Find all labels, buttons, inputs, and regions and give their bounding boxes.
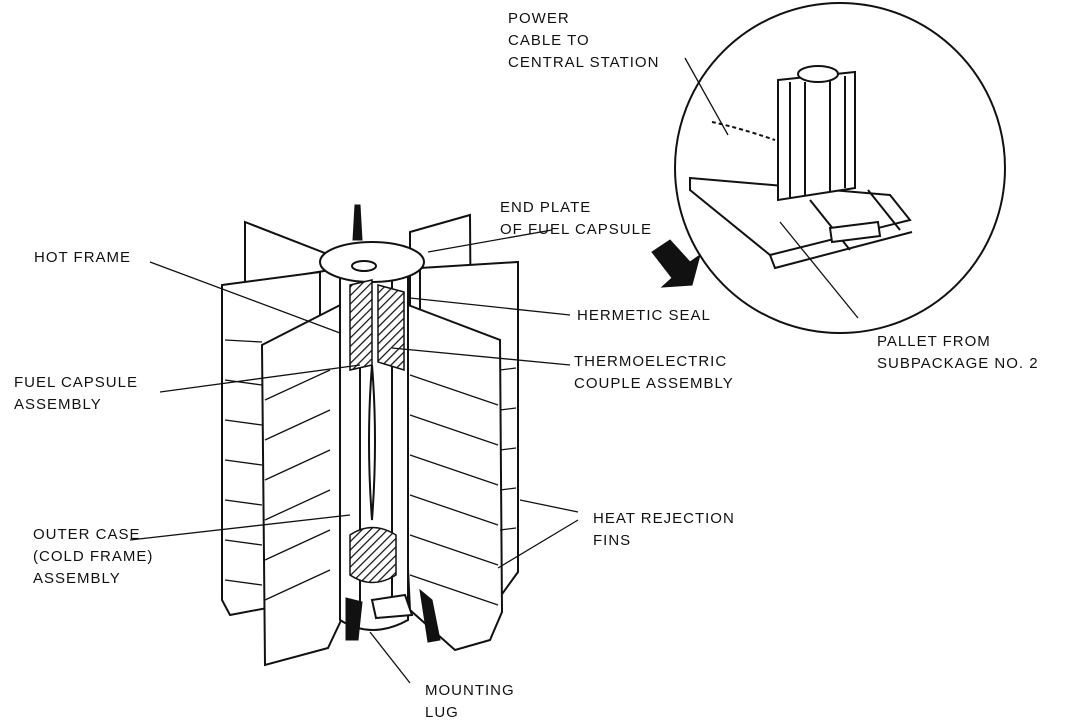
hermetic-seal-label: HERMETIC SEAL [577, 307, 711, 324]
pallet-bracket [828, 220, 882, 244]
end-plate-hole [351, 260, 377, 272]
leader-lines [129, 57, 859, 684]
inset-circle [674, 2, 1006, 334]
bottom-hatch [349, 526, 397, 584]
thermocouple-hatch [377, 284, 405, 372]
pallet-label: PALLET FROM SUBPACKAGE NO. 2 [877, 333, 1039, 372]
top-fin-tip [352, 204, 363, 241]
hot-frame-hatch [349, 279, 373, 371]
right-fin-ribs [409, 367, 517, 606]
thermoelectric-label: THERMOELECTRIC COUPLE ASSEMBLY [574, 353, 734, 392]
generator-body [221, 204, 519, 667]
end-plate-label: END PLATE OF FUEL CAPSULE [500, 199, 652, 238]
front-left-fin [260, 298, 352, 667]
hot-frame-label: HOT FRAME [34, 249, 131, 266]
power-cable-label: POWER CABLE TO CENTRAL STATION [508, 10, 659, 71]
power-cable [711, 121, 776, 141]
mini-end-plate [797, 65, 839, 83]
right-lug-shape [419, 588, 441, 643]
heat-rejection-label: HEAT REJECTION FINS [593, 510, 740, 549]
fuel-capsule-label: FUEL CAPSULE ASSEMBLY [14, 374, 143, 413]
mounting-lug-shape [345, 597, 363, 641]
fuel-rod [368, 364, 376, 521]
left-fin-ribs [224, 339, 331, 601]
pallet-inset [674, 2, 1006, 334]
mounting-lug-label: MOUNTING LUG [425, 682, 520, 721]
pallet-edge [769, 231, 913, 270]
front-right-fin [393, 298, 504, 652]
direction-arrow [651, 239, 701, 288]
outer-case-label: OUTER CASE (COLD FRAME) ASSEMBLY [33, 526, 159, 587]
lug-bracket [370, 593, 414, 620]
